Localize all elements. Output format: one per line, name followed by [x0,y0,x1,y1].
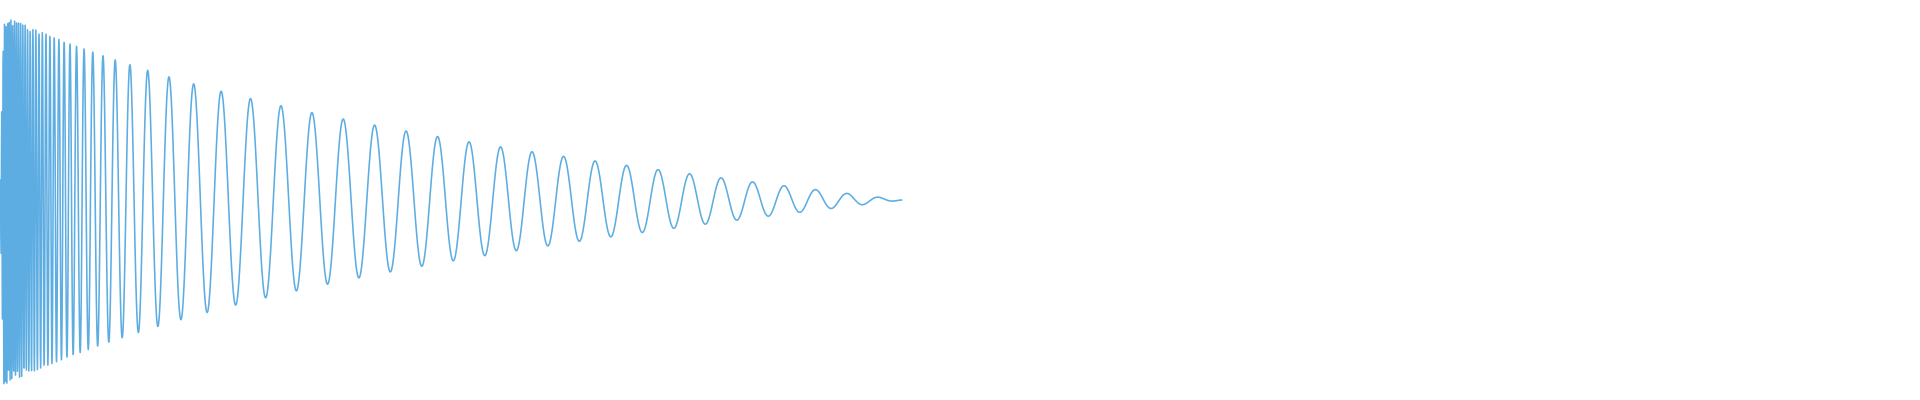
waveform-trace [0,19,903,385]
